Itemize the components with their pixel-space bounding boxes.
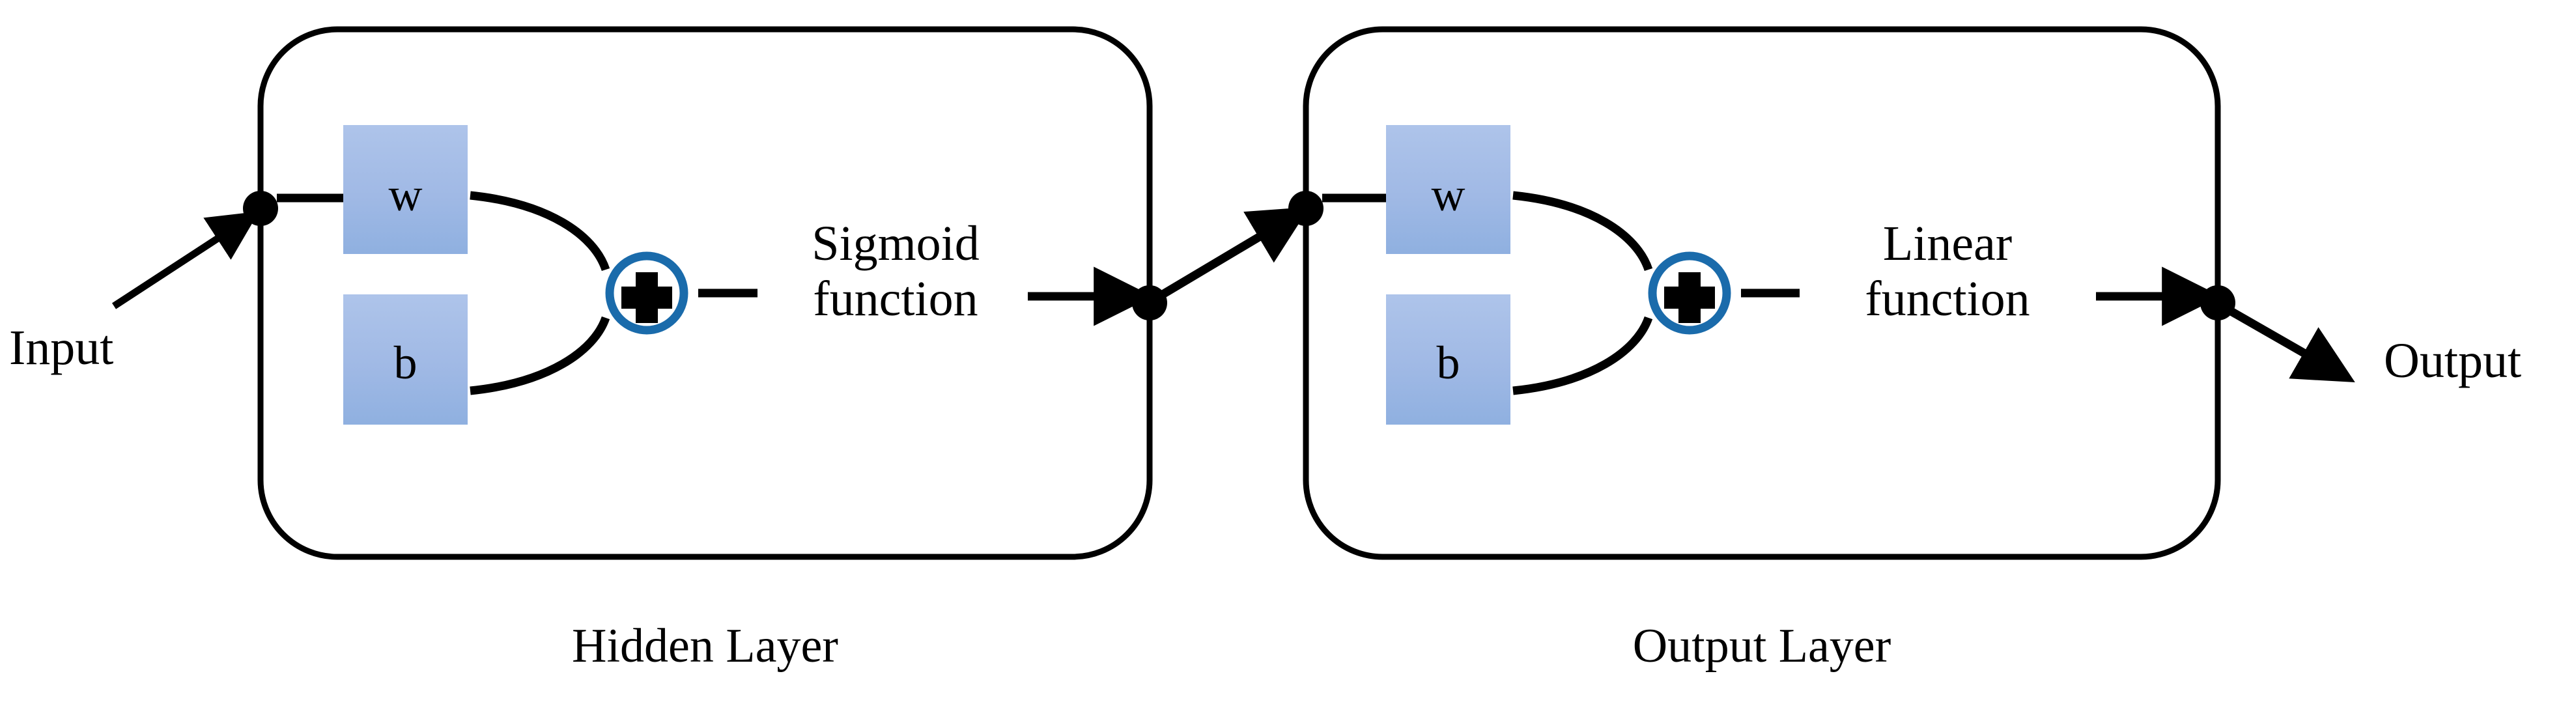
hidden-bias-box-label: b [393, 337, 418, 389]
input-arrow [111, 211, 259, 309]
output-weight-to-sum-curve [1512, 191, 1653, 272]
interlayer-arrow [1154, 206, 1310, 302]
output-bias-to-sum-curve [1512, 316, 1653, 395]
hidden-plus-icon [621, 272, 672, 323]
output-activation-label: Linear function [1817, 216, 2078, 327]
hidden-activation-line1: Sigmoid [812, 216, 980, 271]
input-label: Input [9, 320, 114, 375]
output-plus-icon [1664, 272, 1715, 323]
hidden-weight-box-label: w [388, 169, 423, 221]
hidden-weight-to-sum-curve [470, 191, 610, 272]
hidden-activation-line2: function [813, 272, 978, 327]
output-activation-line2: function [1865, 272, 2030, 327]
output-weight-box-label: w [1431, 169, 1465, 221]
hidden-bias-box [343, 294, 468, 425]
hidden-weight-box [343, 125, 468, 254]
output-activation-line1: Linear [1882, 216, 2013, 271]
hidden-bias-to-sum-curve [470, 316, 610, 395]
input-node-dot [243, 191, 278, 226]
output-bias-box [1386, 294, 1510, 425]
output-label: Output [2384, 333, 2522, 388]
output-arrow [2222, 303, 2355, 383]
output-layer-caption: Output Layer [1632, 619, 1891, 673]
hidden-layer-caption: Hidden Layer [572, 619, 838, 673]
hidden-activation-label: Sigmoid function [772, 216, 1019, 327]
output-weight-box [1386, 125, 1510, 254]
output-bias-box-label: b [1436, 337, 1460, 389]
